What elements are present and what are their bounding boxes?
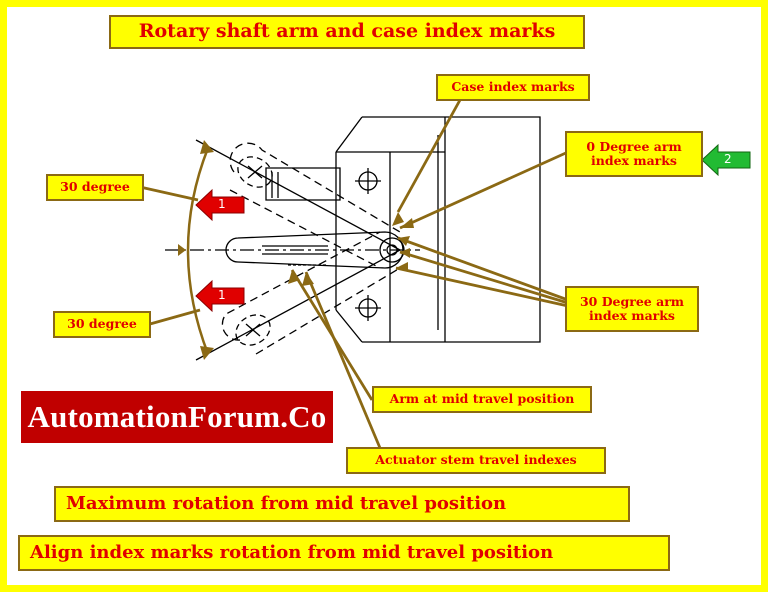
brand-logo: AutomationForum.Co — [21, 391, 333, 443]
legend-max-rotation-text: Maximum rotation from mid travel positio… — [66, 492, 507, 514]
label-30-degree-arm-index-marks: 30 Degree arm index marks — [565, 286, 699, 332]
leader-stem-travel — [304, 271, 382, 449]
angle-line-upper — [195, 139, 401, 251]
angle-line-lower — [195, 249, 401, 361]
label-arm-mid-travel: Arm at mid travel position — [372, 386, 592, 413]
label-0-degree-arm-index-marks: 0 Degree arm index marks — [565, 131, 703, 177]
leader-30deg-upper — [139, 185, 199, 202]
badge-green-right: 2 — [724, 152, 732, 166]
badge-red-lower: 1 — [218, 288, 226, 302]
label-30-degree-lower: 30 degree — [53, 311, 151, 338]
label-30-degree-upper: 30 degree — [46, 174, 144, 201]
red-arrow-lower — [195, 279, 245, 313]
stem-housing — [265, 167, 341, 201]
leader-30deg-arm-2 — [399, 250, 569, 305]
leader-0deg — [399, 150, 569, 230]
arm-lower-dashed — [221, 231, 401, 355]
leader-30deg-lower — [149, 308, 201, 326]
green-arrow-right — [701, 143, 751, 177]
case-outline — [362, 116, 541, 343]
case-bevel — [335, 116, 363, 153]
red-arrow-upper — [195, 188, 245, 222]
legend-align-index-text: Align index marks rotation from mid trav… — [30, 541, 554, 563]
arm-upper-dashed — [229, 142, 401, 269]
label-actuator-stem-travel: Actuator stem travel indexes — [346, 447, 606, 474]
angle-arc — [186, 147, 210, 355]
leader-case-index — [396, 99, 462, 213]
leader-30deg-arm-1 — [397, 236, 569, 302]
arm-mid-travel — [225, 231, 404, 269]
badge-red-upper: 1 — [218, 197, 226, 211]
label-case-index-marks: Case index marks — [436, 74, 590, 101]
diagram-title: Rotary shaft arm and case index marks — [109, 15, 585, 49]
leader-30deg-arm-3 — [395, 266, 569, 308]
legend-max-rotation: Maximum rotation from mid travel positio… — [54, 486, 630, 522]
case-lower-bevel — [335, 309, 363, 343]
legend-align-index: Align index marks rotation from mid trav… — [18, 535, 670, 571]
